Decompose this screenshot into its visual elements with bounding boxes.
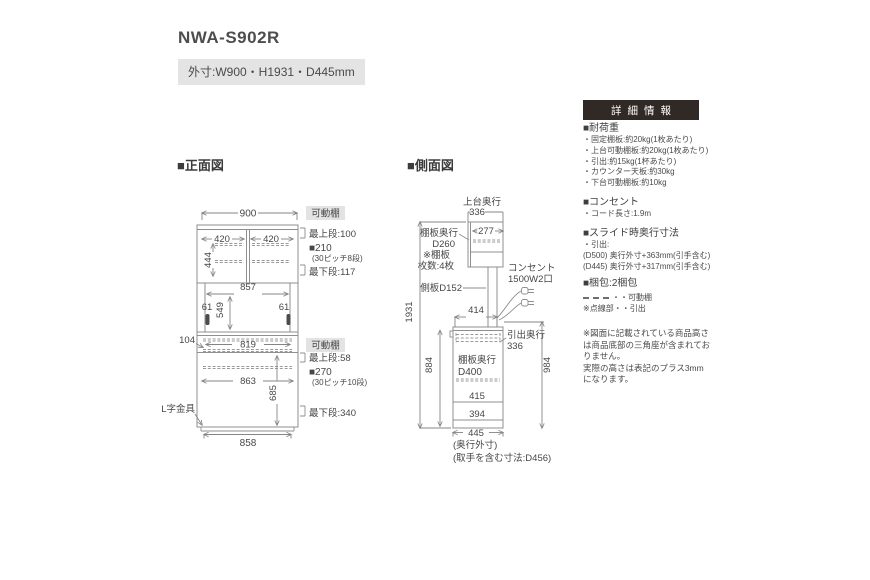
legend-dotted-drawer: ※点線部・・引出 [583,303,733,314]
outlet-section: ■コンセント ・コード長さ:1.9m [583,196,733,220]
front-upper-shelf-labels: 可動棚 最上段:100 ■210 (30ピッチ8段) 最下段:117 [300,206,363,278]
drawer-depth-value: 336 [507,341,523,352]
dim-444: 444 [203,252,214,268]
upper-shelf-top-row: 最上段:100 [309,228,356,240]
front-view-drawing: 900 420 420 444 857 549 61 61 104 819 86… [161,206,367,449]
lower-shelf-top-row: 最上段:58 [309,352,351,364]
section-title: ■耐荷重 [583,123,620,134]
outlet-label-line1: コンセント [508,263,556,274]
l-bracket-label: L字金具 [161,403,195,415]
legend-section: ・・可動棚 ※点線部・・引出 [583,292,733,314]
dim-685: 685 [268,385,279,401]
dim-884: 884 [424,357,435,373]
side-view-drawing: コンセント 1500W2口 上台奥行 336 277 棚板奥行 D260 ※棚板… [404,196,556,464]
side-view-heading: ■側面図 [407,158,454,173]
front-lower-shelf-labels: 可動棚 最上段:58 ■270 (30ピッチ10段) 最下段:340 [300,338,367,419]
shelf-count-line1: ※棚板 [423,249,450,261]
dim-104: 104 [179,335,195,346]
height-note-section: ※図面に記載されている商品高さ は商品底部の三角座が含まれてお りません。 実際… [583,328,733,386]
info-item: ・カウンター天板:約30kg [583,167,675,177]
dim-420-left: 420 [214,234,230,245]
detail-info-panel: 詳細情報 ■耐荷重 ・固定棚板:約20kg(1枚あたり) ・上台可動棚板:約20… [583,100,733,420]
dim-414: 414 [468,305,484,316]
front-cabinet-outline [196,224,299,432]
movable-shelf-tag-lower: 可動棚 [311,340,340,352]
legend-label: ・・可動棚 [612,293,652,302]
info-item: ・固定棚板:約20kg(1枚あたり) [583,135,693,144]
side-cabinet-outline [449,221,504,429]
dim-858: 858 [240,438,257,449]
packing-section: ■梱包:2梱包 [583,277,733,290]
lower-shelf-range: ■270 [309,367,332,378]
legend-movable-shelf: ・・可動棚 [583,292,733,303]
lower-shelf-depth-line1: 棚板奥行 [458,354,497,366]
drawer-depth-label: 引出奥行 [507,329,546,341]
dim-445: 445 [468,428,484,439]
lower-shelf-depth-line2: D400 [458,367,482,378]
movable-shelf-tag-upper: 可動棚 [311,208,340,220]
dim-336-top: 336 [469,207,485,218]
upper-shelf-pitch: (30ピッチ8段) [312,253,363,263]
section-title: ■梱包:2梱包 [583,278,638,289]
upper-shelf-bottom-row: 最下段:117 [309,266,355,278]
load-capacity-section: ■耐荷重 ・固定棚板:約20kg(1枚あたり) ・上台可動棚板:約20kg(1枚… [583,122,733,189]
upper-depth-label: 上台奥行 [463,196,502,208]
lower-shelf-bottom-row: 最下段:340 [309,407,356,419]
page-title: NWA-S902R [178,28,280,47]
dim-277: 277 [478,226,494,237]
side-panel-label: 側板D152 [420,282,462,294]
dim-420-right: 420 [263,234,279,245]
section-title: ■コンセント [583,197,640,208]
info-item: (D445) 奥行外寸+317mm(引手含む) [583,261,711,271]
dim-1931: 1931 [404,301,415,322]
upper-shelf-range: ■210 [309,243,332,254]
dim-863: 863 [240,376,256,387]
front-view-heading: ■正面図 [177,158,224,173]
depth-note-2: (取手を含む寸法:D456) [453,452,551,464]
dim-984: 984 [542,357,553,373]
dim-415: 415 [469,391,485,402]
depth-note-1: (奥行外寸) [453,439,497,451]
info-item: ・引出: [583,240,610,249]
dashed-line-swatch [583,296,609,299]
dim-61-right: 61 [279,302,290,313]
detail-info-header: 詳細情報 [583,100,699,120]
info-item: ・コード長さ:1.9m [583,209,652,218]
side-outlet-group: コンセント 1500W2口 [496,263,556,321]
info-item: ・上台可動棚板:約20kg(1枚あたり) [583,145,709,155]
door-handle-right [286,314,291,325]
side-dimensions: 上台奥行 336 277 棚板奥行 D260 ※棚板 枚数:4枚 1931 側板… [404,196,553,464]
info-item: (D500) 奥行外寸+363mm(引手含む) [583,250,711,260]
info-item: ・引出:約15kg(1杯あたり) [583,156,677,166]
power-plug-icon [496,287,534,321]
upper-shelf-depth-line1: 棚板奥行 [420,227,459,239]
dim-819: 819 [240,340,256,351]
note-text: ※図面に記載されている商品高さ は商品底部の三角座が含まれてお りません。 実際… [583,328,710,384]
dim-857: 857 [240,282,256,293]
legend-label: ※点線部・・引出 [583,304,646,313]
dim-61-left: 61 [202,302,213,313]
dim-549: 549 [215,302,226,318]
slide-depth-section: ■スライド時奥行寸法 ・引出: (D500) 奥行外寸+363mm(引手含む) … [583,227,733,272]
section-title: ■スライド時奥行寸法 [583,228,680,239]
info-item: ・下台可動棚板:約10kg [583,178,667,188]
lower-shelf-pitch: (30ピッチ10段) [312,377,367,387]
dim-394: 394 [469,409,485,420]
dim-900: 900 [240,209,257,220]
front-dimensions: 900 420 420 444 857 549 61 61 104 819 86… [161,209,299,449]
upper-shelf-depth-line2: D260 [432,239,455,250]
outlet-label-line2: 1500W2口 [508,274,553,285]
shelf-count-line2: 枚数:4枚 [418,260,455,272]
door-handle-left [205,314,210,325]
outer-dimensions-badge: 外寸:W900・H1931・D445mm [178,59,365,85]
